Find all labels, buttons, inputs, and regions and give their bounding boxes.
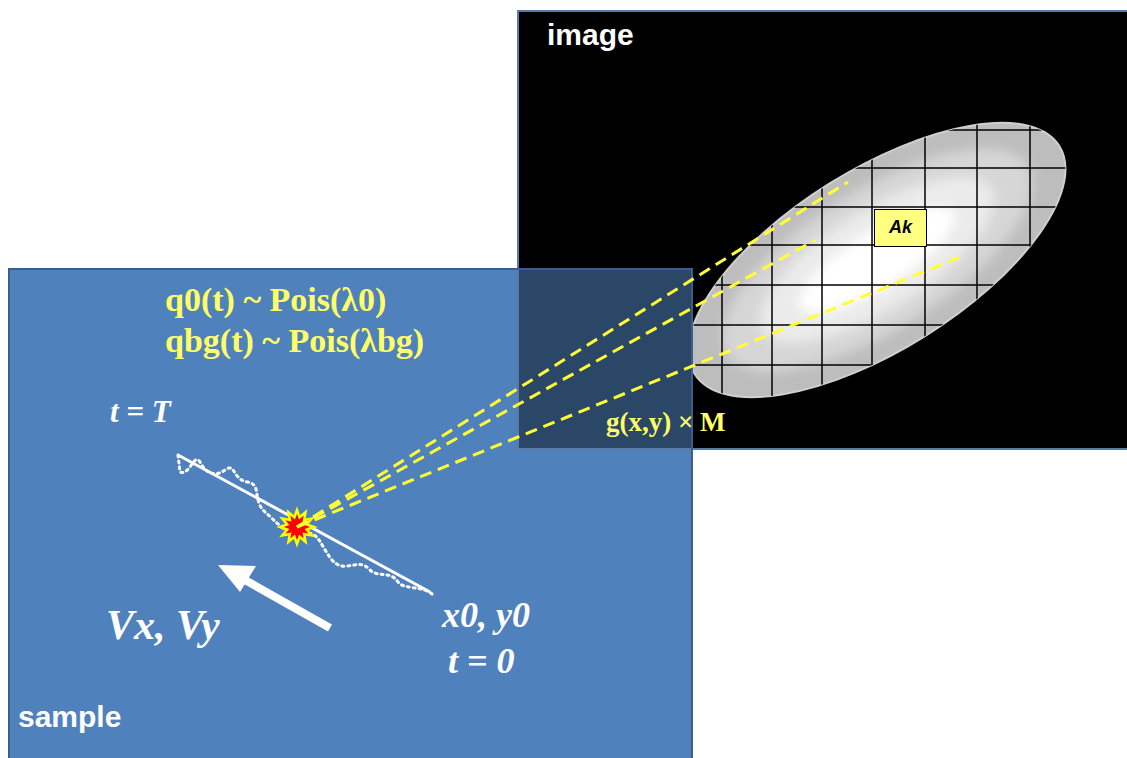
rate-formula: q0(t) ~ Pois(λ0) [165,281,386,318]
position-label: x0, y0 [442,596,530,636]
velocity-label: Vx, Vy [106,602,220,648]
panel-title: sample [18,700,121,733]
time-label: t = 0 [448,642,515,682]
grid-cell: Ak [874,209,927,247]
time-label: t = T [110,395,171,429]
psf-label: g(x,y) × M [606,408,726,438]
panel-title: image [547,18,634,51]
rate-formula: qbg(t) ~ Pois(λbg) [165,322,424,359]
cell-label: Ak [889,218,912,238]
